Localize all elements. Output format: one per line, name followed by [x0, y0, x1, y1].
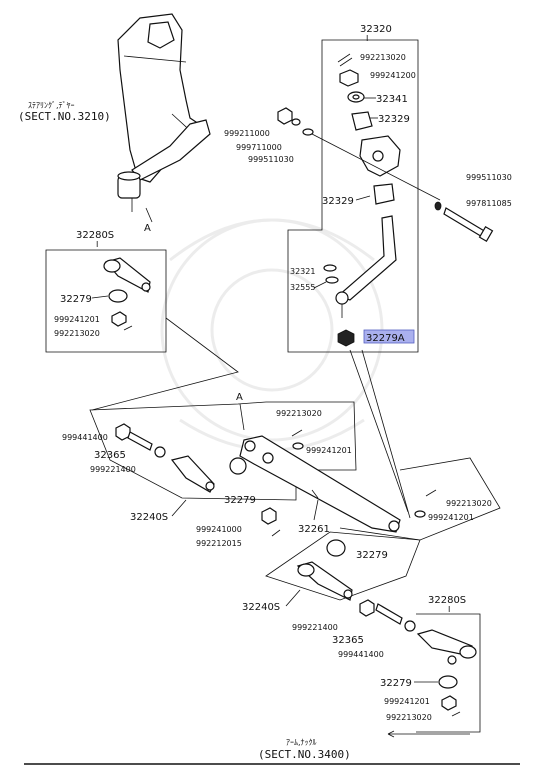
steering-gear-sect-ref: (SECT.NO.3210)	[18, 110, 111, 123]
pitman-arm	[117, 119, 211, 223]
part-32240s-left: 32240S	[130, 512, 168, 523]
part-992212015: 992212015	[196, 539, 242, 548]
part-992213020-right-b: 992213020	[386, 713, 432, 722]
right-group-tick: I	[448, 605, 450, 614]
right-tie-rod-end	[416, 629, 477, 717]
part-32329-mid: 32329	[322, 196, 354, 207]
part-32365-left: 32365	[94, 450, 126, 461]
part-997811085: 997811085	[466, 199, 512, 208]
idler-parts	[277, 53, 494, 347]
steering-gear-label: ｽﾃｱﾘﾝｸﾞ,ﾃﾞﾔｰ	[28, 101, 75, 110]
part-32279a: 32279A	[366, 333, 405, 344]
left-tie-rod-end	[103, 257, 151, 331]
part-32279-lower: 32279	[356, 550, 388, 561]
right-cotter-parts	[414, 489, 437, 518]
adjusting-sleeve-left	[115, 423, 166, 458]
part-999241201-center: 999241201	[306, 446, 352, 455]
part-999241000: 999241000	[196, 525, 242, 534]
left-group-tick: I	[96, 240, 98, 249]
idler-group-number: 32320	[360, 24, 392, 35]
part-999241200: 999241200	[370, 71, 416, 80]
relay-rod	[239, 435, 401, 533]
lower-tie-rod-end	[296, 539, 353, 601]
part-999511030-right: 999511030	[466, 173, 512, 182]
part-999211000: 999211000	[224, 129, 270, 138]
part-32329-top: 32329	[378, 114, 410, 125]
part-999441400-lower: 999441400	[338, 650, 384, 659]
part-999221400-lower: 999221400	[292, 623, 338, 632]
lower-bracket	[265, 531, 421, 601]
part-32555: 32555	[290, 283, 315, 292]
part-999221400-left: 999221400	[90, 465, 136, 474]
part-32279a-highlight	[363, 329, 415, 344]
center-cotter-parts	[291, 429, 304, 450]
guide-line-b	[349, 349, 409, 513]
left-tie-rod-center	[170, 455, 281, 537]
part-999711000: 999711000	[236, 143, 282, 152]
part-992213020-center: 992213020	[276, 409, 322, 418]
right-center-bracket	[339, 457, 501, 541]
reference-mark-a-mid: A	[236, 392, 243, 403]
part-992213020-right: 992213020	[446, 499, 492, 508]
left-group-number: 32280S	[76, 230, 114, 241]
center-bracket	[89, 401, 357, 501]
part-999441400-left: 999441400	[62, 433, 108, 442]
idler-group-tick: I	[366, 34, 368, 43]
part-32279-left: 32279	[60, 294, 92, 305]
part-999241201-right-b: 999241201	[384, 697, 430, 706]
right-group-bracket	[416, 613, 481, 733]
arm-knuckle-arrow	[387, 730, 470, 738]
part-992213020-top: 992213020	[360, 53, 406, 62]
idler-group-bracket	[287, 39, 419, 353]
guide-line-a	[91, 317, 239, 411]
adjusting-sleeve-right	[359, 599, 416, 632]
reference-mark-a-top: A	[144, 223, 151, 234]
part-32341: 32341	[376, 94, 408, 105]
part-32365-lower: 32365	[332, 635, 364, 646]
left-group-bracket	[45, 249, 167, 353]
part-32321: 32321	[290, 267, 315, 276]
part-32279-right: 32279	[380, 678, 412, 689]
part-32261: 32261	[298, 524, 330, 535]
right-group-number: 32280S	[428, 595, 466, 606]
part-999241201-right: 999241201	[428, 513, 474, 522]
guide-line-c	[361, 349, 411, 519]
arm-knuckle-label: ｱｰﾑ,ﾅｯｸﾙ	[286, 738, 317, 747]
arm-knuckle-sect-ref: (SECT.NO.3400)	[258, 748, 351, 761]
part-32279-center: 32279	[224, 495, 256, 506]
part-999241201-left: 999241201	[54, 315, 100, 324]
part-992213020-left: 992213020	[54, 329, 100, 338]
part-999511030-left: 999511030	[248, 155, 294, 164]
part-32240s-lower: 32240S	[242, 602, 280, 613]
